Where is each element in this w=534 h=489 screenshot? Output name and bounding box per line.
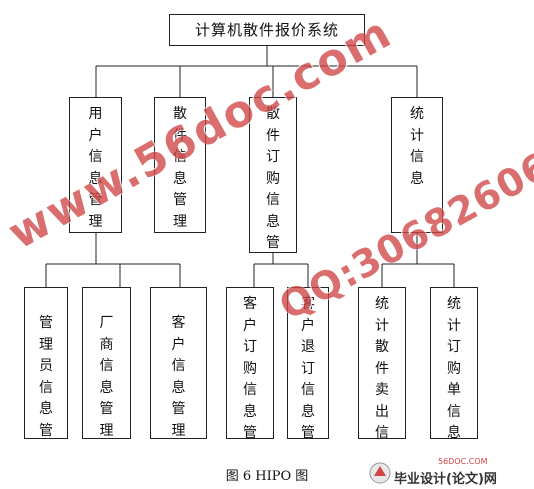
node-order-info: 散件订购信息管 [249,97,297,253]
root-node: 计算机散件报价系统 [169,14,365,46]
node-customer-info-label: 客户信息管理 [171,315,186,439]
node-stats-info: 统计信息 [391,97,443,233]
node-stats-sold: 统计散件卖出信 [358,287,406,441]
node-customer-info: 客户信息管理 [150,287,207,439]
node-admin-info: 管理员信息管 [24,287,68,439]
node-order-info-label: 散件订购信息管 [266,106,280,251]
node-stats-info-label: 统计信息 [410,106,424,187]
figure-caption: 图 6 HIPO 图 [225,469,309,484]
logo-domain: 56DOC.COM [438,457,488,466]
node-customer-order-label: 客户订购信息管 [243,296,257,441]
node-stats-orders-label: 统计订购单信息 [447,296,461,441]
node-customer-order: 客户订购信息管 [226,287,274,441]
node-vendor-info-label: 厂商信息管理 [99,315,114,439]
node-vendor-info: 厂商信息管理 [82,287,131,439]
node-stats-sold-label: 统计散件卖出信 [375,296,389,441]
logo-icon [369,462,391,484]
node-stats-orders: 统计订购单信息 [430,287,478,441]
site-logo: 56DOC.COM 毕业设计(论文)网 [368,457,530,487]
node-part-info: 散件信息管理 [154,97,206,233]
node-part-info-label: 散件信息管理 [173,106,187,230]
node-customer-cancel: 客户退订信息管 [287,287,329,441]
root-node-label: 计算机散件报价系统 [194,21,339,39]
logo-name: 毕业设计(论文)网 [394,472,497,487]
node-admin-info-label: 管理员信息管 [39,315,53,439]
node-customer-cancel-label: 客户退订信息管 [301,296,315,441]
node-user-info-label: 用户信息管理 [88,106,103,230]
node-user-info: 用户信息管理 [69,97,122,233]
